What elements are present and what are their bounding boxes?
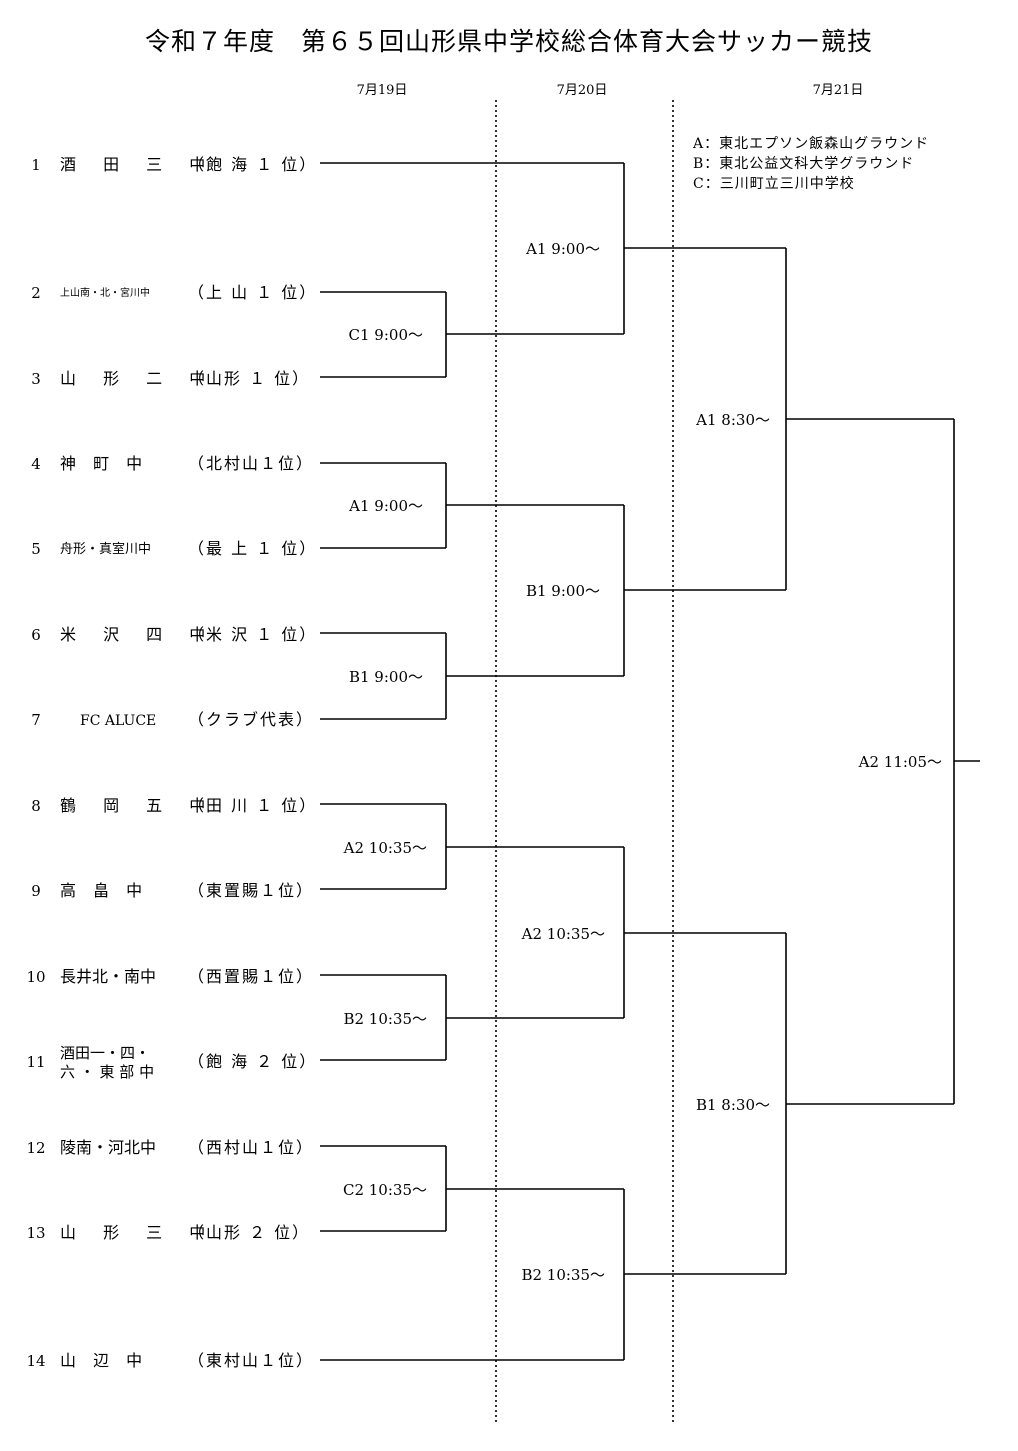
- match-label: B1 9:00～: [349, 668, 423, 686]
- page-title: 令和７年度 第６５回山形県中学校総合体育大会サッカー競技: [145, 27, 873, 56]
- match-label: A1 9:00～: [525, 240, 600, 258]
- team-name-line2: 六 ・ 東 部 中: [60, 1063, 154, 1081]
- team-number: 8: [31, 797, 41, 815]
- team-number: 13: [26, 1224, 45, 1242]
- team-number: 9: [31, 882, 41, 900]
- team-qualification: （飽 海 ２ 位）: [188, 1052, 317, 1071]
- team-qualification: （東村山１位）: [188, 1351, 314, 1370]
- match-label: B1 8:30～: [696, 1096, 770, 1114]
- date-day3: 7月21日: [813, 83, 864, 98]
- team-qualification: （クラブ代表）: [188, 710, 314, 729]
- team-name: 鶴 岡 五 中: [60, 796, 216, 815]
- team-number: 3: [31, 370, 41, 388]
- team-qualification: （北村山１位）: [188, 454, 314, 473]
- final-match-label: A2 11:05～: [858, 753, 942, 771]
- team-number: 11: [26, 1053, 45, 1071]
- team-name: 高 畠 中: [60, 881, 148, 900]
- bracket-lines: [320, 162, 980, 1361]
- team-qualification: （西置賜１位）: [188, 967, 314, 986]
- match-label: A1 9:00～: [348, 497, 423, 515]
- team-list: 1 酒 田 三 中 （飽 海 １ 位） 2 上山南・北・宮川中 （上 山 １ 位…: [26, 155, 317, 1370]
- match-label: B2 10:35～: [343, 1010, 427, 1028]
- team-number: 4: [31, 455, 41, 473]
- team-name: 山 形 二 中: [60, 369, 216, 388]
- team-name: 神 町 中: [60, 454, 148, 473]
- team-name-line1: 酒田一・四・: [60, 1044, 150, 1062]
- team-number: 7: [31, 711, 41, 729]
- team-number: 1: [31, 156, 41, 174]
- venue-legend-a: A：東北エプソン飯森山グラウンド: [692, 135, 929, 152]
- team-qualification: （最 上 １ 位）: [188, 539, 317, 558]
- match-label: B1 9:00～: [526, 582, 600, 600]
- team-number: 10: [26, 968, 45, 986]
- venue-legend-c: C：三川町立三川中学校: [693, 175, 855, 192]
- team-name: FC ALUCE: [80, 713, 156, 729]
- match-label: C1 9:00～: [349, 326, 423, 344]
- match-label: A2 10:35～: [521, 925, 605, 943]
- team-qualification: （米 沢 １ 位）: [188, 625, 317, 644]
- match-label: C2 10:35～: [343, 1181, 427, 1199]
- team-name: 長井北・南中: [60, 967, 156, 986]
- date-day2: 7月20日: [557, 83, 608, 98]
- team-qualification: （飽 海 １ 位）: [188, 155, 317, 174]
- team-name: 酒 田 三 中: [60, 155, 216, 174]
- team-number: 12: [26, 1139, 45, 1157]
- team-number: 14: [26, 1352, 45, 1370]
- team-name: 山 辺 中: [60, 1351, 148, 1370]
- team-name: 陵南・河北中: [60, 1138, 156, 1157]
- team-name: 山 形 三 中: [60, 1223, 216, 1242]
- team-name: 舟形・真室川中: [60, 541, 151, 557]
- team-number: 2: [31, 284, 41, 302]
- team-name: 米 沢 四 中: [60, 625, 216, 644]
- team-qualification: （上 山 １ 位）: [188, 283, 317, 302]
- team-number: 5: [31, 540, 41, 558]
- match-labels: C1 9:00～ A1 9:00～ B1 9:00～ A2 10:35～ B2 …: [343, 240, 942, 1284]
- team-name: 上山南・北・宮川中: [60, 286, 150, 299]
- team-qualification: （山形 ２ 位）: [188, 1223, 310, 1242]
- team-qualification: （田 川 １ 位）: [188, 796, 317, 815]
- match-label: A2 10:35～: [343, 839, 427, 857]
- match-label: A1 8:30～: [695, 411, 770, 429]
- venue-legend-b: B：東北公益文科大学グラウンド: [693, 156, 914, 172]
- team-qualification: （西村山１位）: [188, 1138, 314, 1157]
- team-qualification: （山形 １ 位）: [188, 369, 310, 388]
- team-qualification: （東置賜１位）: [188, 881, 314, 900]
- date-day1: 7月19日: [357, 83, 408, 98]
- match-label: B2 10:35～: [521, 1266, 605, 1284]
- team-number: 6: [31, 626, 41, 644]
